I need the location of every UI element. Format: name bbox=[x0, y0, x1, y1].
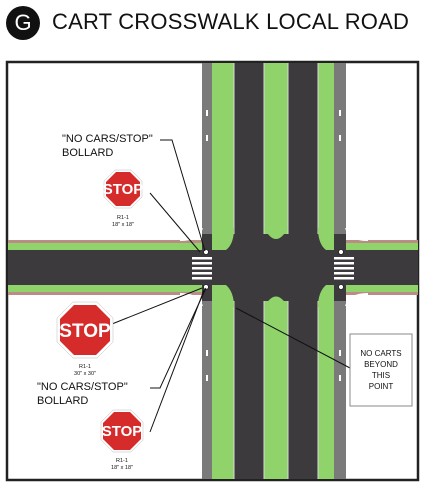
section-badge: G bbox=[6, 6, 40, 40]
island-bottom-right bbox=[318, 285, 334, 307]
no-carts-line3: THIS bbox=[372, 371, 390, 380]
no-carts-line4: POINT bbox=[369, 382, 394, 391]
stop-sign-middle-code: R1-1 bbox=[79, 364, 91, 370]
stop-sign-middle-size: 30" x 30" bbox=[74, 371, 96, 377]
median-nose-top bbox=[264, 228, 288, 239]
no-carts-line1: NO CARTS bbox=[360, 349, 401, 358]
bollard-left-bottom bbox=[203, 284, 209, 290]
leader-stop-top bbox=[149, 192, 201, 253]
no-carts-sign: NO CARTS BEYOND THIS POINT bbox=[349, 333, 413, 407]
stop-sign-bottom: STOP bbox=[100, 409, 144, 453]
island-bottom-left bbox=[212, 285, 234, 307]
stop-sign-bottom-size: 18" x 18" bbox=[111, 465, 133, 471]
no-carts-line2: BEYOND bbox=[364, 360, 398, 369]
stop-sign-top-size: 18" x 18" bbox=[112, 222, 134, 228]
bollard-top-label-line2: BOLLARD bbox=[62, 147, 113, 159]
leader-stop-mid bbox=[111, 287, 203, 325]
bollard-bottom-label-line2: BOLLARD bbox=[37, 395, 88, 407]
leader-notice bbox=[235, 307, 351, 369]
bollard-left-top bbox=[203, 249, 209, 255]
bollard-bottom-label-line1: "NO CARS/STOP" bbox=[37, 381, 128, 393]
island-top-right bbox=[318, 228, 334, 250]
stop-sign-middle: STOP bbox=[56, 301, 114, 359]
leader-bollard-top bbox=[160, 139, 206, 252]
leader-stop-bottom bbox=[149, 289, 205, 433]
island-top-left bbox=[212, 228, 234, 250]
header: G CART CROSSWALK LOCAL ROAD bbox=[0, 0, 425, 50]
stop-sign-top-code: R1-1 bbox=[117, 215, 129, 221]
bollard-right-bottom bbox=[338, 284, 344, 290]
bollard-right-top bbox=[338, 249, 344, 255]
crosswalk-left bbox=[192, 257, 212, 280]
median-nose-bottom bbox=[264, 296, 288, 307]
crosswalk-right bbox=[334, 257, 354, 280]
stop-sign-bottom-code: R1-1 bbox=[116, 458, 128, 464]
page-title: CART CROSSWALK LOCAL ROAD bbox=[52, 9, 410, 34]
stop-sign-top-text: STOP bbox=[103, 181, 144, 198]
stop-sign-bottom-text: STOP bbox=[102, 423, 143, 440]
leader-bollard-bottom bbox=[150, 287, 207, 389]
stop-sign-top: STOP bbox=[103, 169, 144, 209]
bollard-top-label-line1: "NO CARS/STOP" bbox=[62, 133, 153, 145]
stop-sign-middle-text: STOP bbox=[59, 321, 111, 342]
